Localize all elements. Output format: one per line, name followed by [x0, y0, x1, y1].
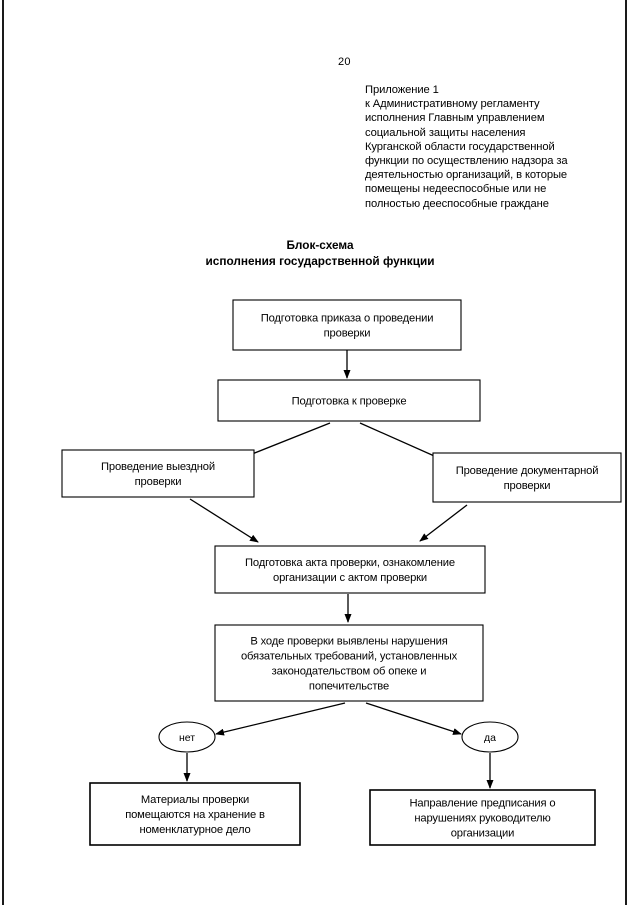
flow-node-label: нет — [179, 732, 195, 744]
flow-node-label: законодательством об опеке и — [272, 666, 427, 678]
flow-node-label: организации с актом проверки — [273, 572, 427, 584]
appendix-line-0: Приложение 1 — [365, 84, 439, 96]
flow-node-n2: Подготовка к проверке — [217, 379, 481, 422]
flow-node-label: помещаются на хранение в — [125, 809, 265, 821]
scan-edge-right — [625, 0, 627, 905]
appendix-line-2: исполнения Главным управлением — [365, 112, 545, 125]
flow-node-n5: Подготовка акта проверки, ознакомление ор… — [214, 545, 486, 594]
flow-node-n4: Проведение документарной проверки — [432, 452, 622, 503]
flow-edge-n3-to-n5 — [189, 498, 259, 543]
flow-node-label: нарушениях руководителю — [414, 813, 550, 825]
flowchart-nodes: Подготовка приказа о проведениипроверкиП… — [61, 299, 622, 846]
appendix-reference-block: Приложение 1 к Административному регламе… — [365, 83, 600, 211]
flowchart-edges — [183, 350, 494, 789]
flow-node-label: попечительстве — [309, 681, 389, 693]
appendix-line-1: к Административному регламенту — [365, 98, 540, 111]
flow-node-label: Материалы проверки — [141, 794, 249, 806]
page-number: 20 — [338, 56, 351, 68]
flow-node-label: номенклатурное дело — [139, 824, 250, 836]
appendix-line-8: полностью дееспособные граждане — [365, 197, 549, 210]
flow-node-n6: В ходе проверки выявлены нарушения обязат… — [214, 624, 484, 702]
flow-node-label: Проведение выездной — [101, 461, 215, 473]
appendix-line-7: помещены недееспособные или не — [365, 183, 547, 196]
flow-node-n7: нет — [158, 721, 216, 753]
flow-node-label: Подготовка к проверке — [292, 396, 407, 408]
flow-node-label: проверки — [324, 328, 371, 340]
flow-node-label: Подготовка акта проверки, ознакомление — [245, 557, 455, 569]
flow-node-label: Проведение документарной — [456, 465, 599, 477]
flow-node-n1: Подготовка приказа о проведении проверки — [232, 299, 462, 351]
appendix-line-5: функции по осуществлению надзора за — [365, 155, 568, 168]
flow-node-label: проверки — [504, 480, 551, 492]
appendix-line-3: социальной защиты населения — [365, 126, 526, 139]
scan-edge-left — [2, 0, 4, 905]
flow-node-label: организации — [451, 828, 515, 840]
flow-node-label: Направление предписания о — [410, 798, 556, 810]
flow-node-label: проверки — [135, 476, 182, 488]
flow-node-label: обязательных требований, установленных — [241, 651, 458, 663]
flow-node-label: Подготовка приказа о проведении — [261, 313, 434, 325]
flow-edge-n6-to-n8 — [365, 702, 462, 735]
flow-node-label: В ходе проверки выявлены нарушения — [250, 636, 447, 648]
flow-node-n8: да — [461, 721, 519, 753]
appendix-line-6: деятельностью организаций, в которые — [365, 169, 568, 182]
flow-node-label: да — [484, 732, 496, 744]
flow-node-n3: Проведение выездной проверки — [61, 449, 255, 498]
flow-edge-n6-to-n7 — [215, 702, 346, 736]
diagram-title: Блок-схема исполнения государственной фу… — [140, 237, 500, 269]
flow-node-n9: Материалы проверки помещаются на хранение… — [89, 782, 301, 846]
flow-node-n10: Направление предписания о нарушениях руко… — [369, 789, 596, 846]
flow-edge-n4-to-n5 — [419, 504, 468, 542]
diagram-title-line2: исполнения государственной функции — [205, 254, 435, 268]
diagram-title-line1: Блок-схема — [286, 238, 354, 252]
appendix-line-4: Курганской области государственной — [365, 140, 555, 153]
